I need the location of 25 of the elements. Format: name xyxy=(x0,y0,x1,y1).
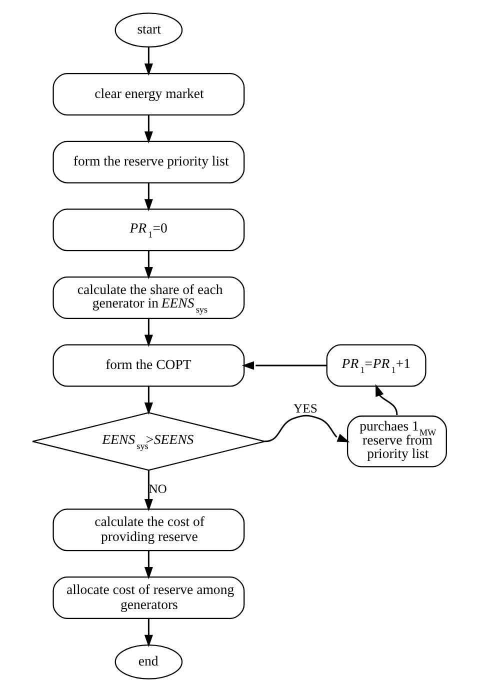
arrow xyxy=(144,386,152,415)
node-box: purchaes 1$_{MW}$ reserve from priority list xyxy=(346,416,446,468)
node-box: clear energy market xyxy=(52,73,244,116)
node-box: form the COPT xyxy=(52,344,244,387)
node-box: PR$_{1}$=PR$_{1}$+1 xyxy=(326,344,426,387)
arrow xyxy=(144,250,152,280)
arrow xyxy=(375,384,398,416)
node-ellipse: end xyxy=(114,644,182,680)
arrow xyxy=(144,182,152,212)
arrow xyxy=(241,361,326,370)
node-box: allocate cost of reserve among generators xyxy=(52,576,244,619)
arrow xyxy=(264,414,350,442)
node-box: calculate the share of each generator in EENS$_{sys}$ xyxy=(52,276,244,319)
arrow xyxy=(144,550,152,580)
arrow xyxy=(144,618,152,648)
edge-label: YES xyxy=(293,401,317,416)
arrow xyxy=(144,318,152,347)
node-box: calculate the cost of providing reserve xyxy=(52,508,244,552)
node-box: PR$_{1}$=0 xyxy=(52,208,244,252)
arrow xyxy=(144,47,152,76)
arrow xyxy=(144,470,152,512)
node-diamond: EENS$_{sys}$>SEENS xyxy=(32,412,265,471)
node-ellipse: start xyxy=(114,12,182,48)
node-box: form the reserve priority list xyxy=(52,140,244,184)
arrow xyxy=(144,115,152,144)
